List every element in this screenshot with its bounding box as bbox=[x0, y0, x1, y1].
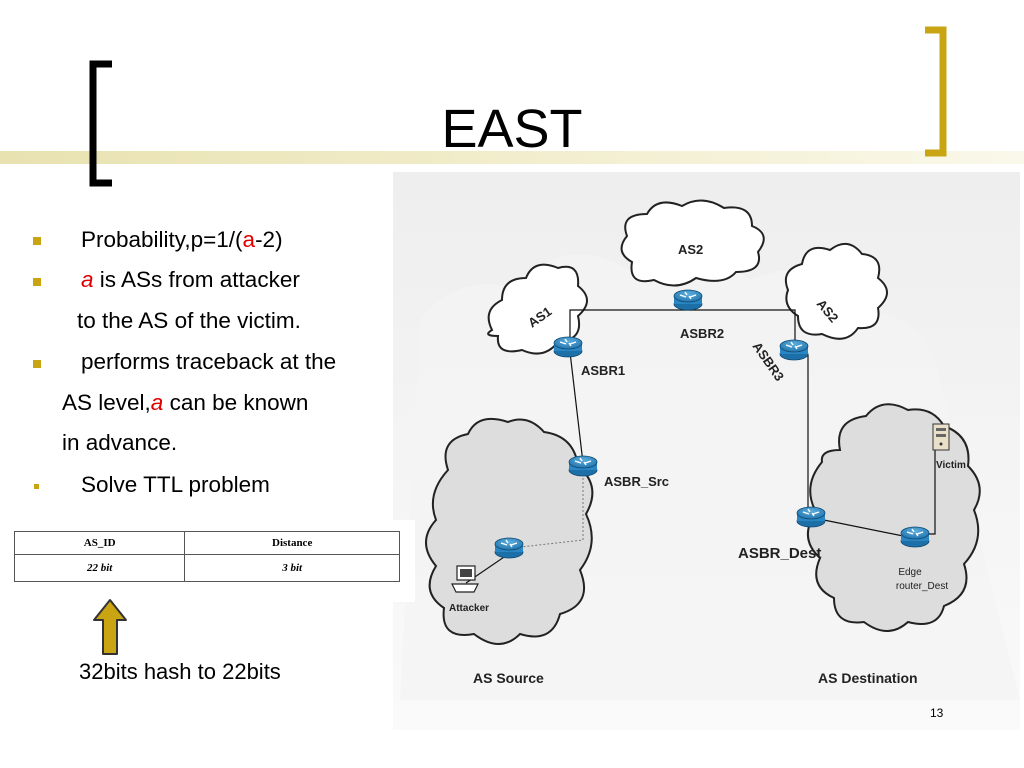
attacker-host-icon bbox=[451, 565, 479, 593]
cloud-as1 bbox=[487, 263, 588, 355]
left-bracket bbox=[89, 60, 112, 187]
table-header-distance: Distance bbox=[184, 531, 400, 555]
cloud-as2-right bbox=[784, 243, 888, 340]
header-band bbox=[0, 151, 1024, 164]
bullet-traceback-cont2: in advance. bbox=[62, 430, 178, 455]
table-cell-as-id: 22 bit bbox=[13, 554, 186, 582]
as-destination-label: AS Destination bbox=[818, 670, 918, 686]
bullet-marker bbox=[34, 484, 39, 489]
slide-decoration bbox=[0, 26, 1024, 187]
router-attacker-icon bbox=[494, 537, 524, 559]
router-asbr-src-icon bbox=[568, 455, 598, 477]
cloud-as2-top-label: AS2 bbox=[678, 242, 703, 257]
bullet-traceback: performs traceback at the bbox=[81, 349, 337, 374]
bullet-marker bbox=[33, 278, 41, 286]
as-source-label: AS Source bbox=[473, 670, 544, 686]
bullet-ttl: Solve TTL problem bbox=[81, 472, 270, 497]
asbr1-label: ASBR1 bbox=[581, 363, 625, 378]
asbr2-label: ASBR2 bbox=[680, 326, 724, 341]
network-diagram: AS2 AS1 AS2 ASBR2 ASBR1 ASBR3 ASBR_Src A… bbox=[393, 172, 1020, 730]
bullet-probability: Probability,p=1/(a-2) bbox=[81, 227, 283, 252]
up-arrow-icon bbox=[93, 599, 127, 655]
attacker-label: Attacker bbox=[449, 603, 489, 614]
bullet-traceback-cont: AS level,a can be known bbox=[62, 390, 309, 415]
router-asbr1-icon bbox=[553, 336, 583, 358]
page-number: 13 bbox=[930, 706, 944, 720]
router-asbr2-icon bbox=[673, 289, 703, 311]
asbr-dest-label: ASBR_Dest bbox=[738, 545, 821, 562]
bullet-as-count-cont: to the AS of the victim. bbox=[77, 308, 301, 333]
hash-caption: 32bits hash to 22bits bbox=[79, 659, 281, 684]
victim-label: Victim bbox=[936, 460, 966, 471]
asbr-src-label: ASBR_Src bbox=[604, 474, 669, 489]
router-asbr-dest-icon bbox=[796, 506, 826, 528]
victim-host-icon bbox=[932, 423, 950, 451]
link-src-attacker-router bbox=[511, 470, 584, 549]
table-header-as-id: AS_ID bbox=[13, 531, 186, 555]
bullet-marker bbox=[33, 360, 41, 368]
table-cell-distance: 3 bit bbox=[184, 554, 400, 582]
right-bracket bbox=[925, 26, 947, 157]
bullet-marker bbox=[33, 237, 41, 245]
edge-router-label-2: router_Dest bbox=[896, 581, 948, 592]
slide-title: EAST bbox=[441, 99, 583, 159]
router-asbr3-icon bbox=[779, 339, 809, 361]
link-asbr1-src bbox=[569, 351, 584, 464]
cloud-as2-top bbox=[620, 199, 765, 287]
edge-router-label-1: Edge bbox=[898, 567, 922, 578]
field-table: AS_ID Distance 22 bit 3 bit bbox=[13, 531, 400, 582]
router-edge-dest-icon bbox=[900, 526, 930, 548]
link-dest-edge bbox=[813, 517, 914, 539]
bullet-as-count: a is ASs from attacker bbox=[81, 267, 300, 292]
